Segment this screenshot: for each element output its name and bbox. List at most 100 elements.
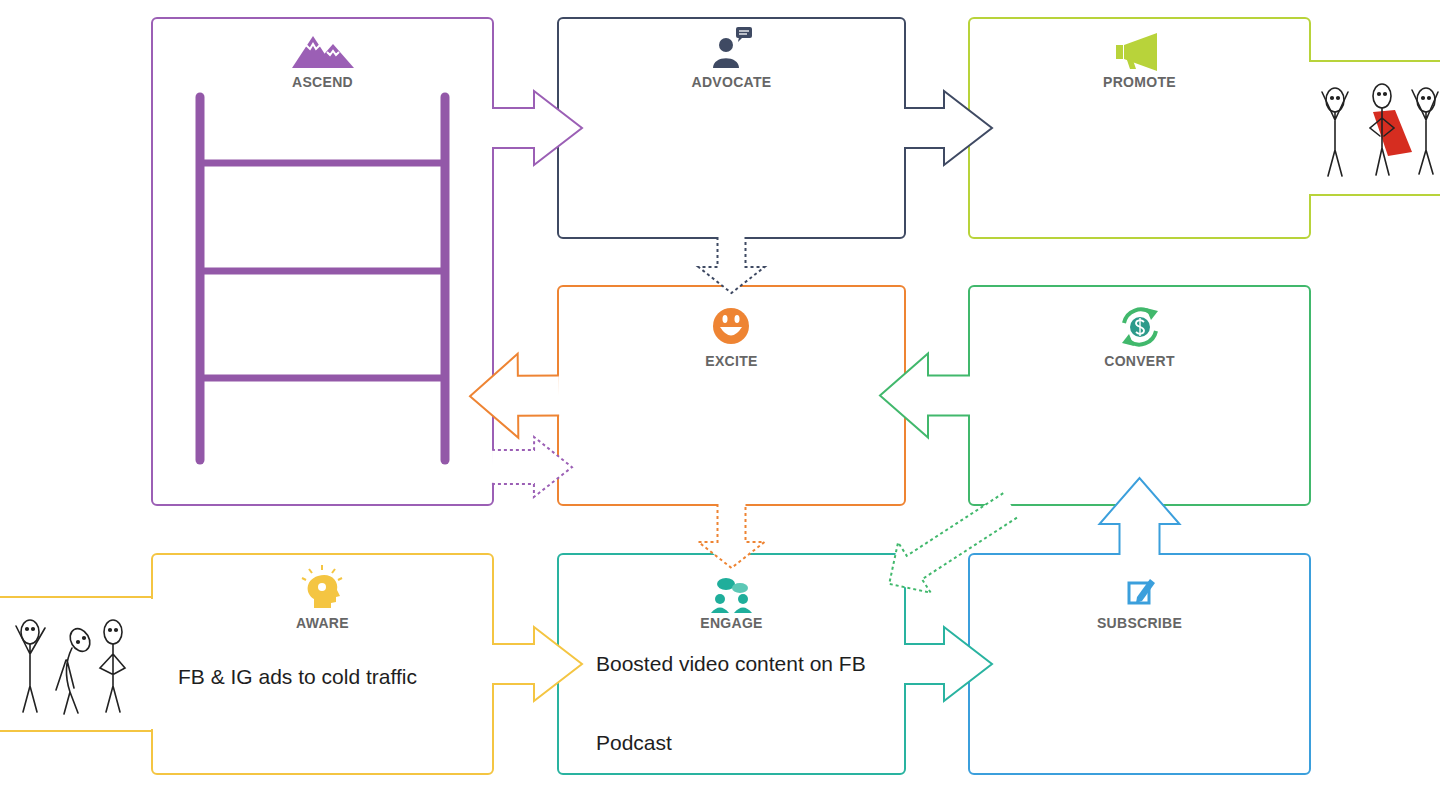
speech-bubble-icon [738, 37, 743, 42]
megaphone-icon [1124, 33, 1157, 71]
smiley-icon [713, 308, 749, 344]
idea-ray [332, 569, 335, 573]
stick-figure-body [100, 644, 125, 712]
speech-bubble-line [739, 33, 747, 34]
ladder-rail [441, 97, 450, 460]
entry-tail [0, 596, 153, 598]
stick-figure-eye [1428, 97, 1431, 100]
border-cover [1306, 62, 1313, 194]
stick-figure-head [1326, 88, 1344, 112]
stick-figure-head [1373, 84, 1391, 108]
cycle-arrow [1124, 309, 1151, 323]
stick-figure-eye [32, 628, 35, 631]
funnel-stage-box: ENGAGE Boosted video content on FB Podcast [557, 553, 906, 775]
stick-figure-eye [77, 641, 80, 644]
funnel-stage-box: SUBSCRIBE [968, 553, 1311, 775]
stick-figure-head [104, 620, 122, 644]
stage-heading: CONVERT [970, 353, 1309, 369]
edit-icon [1129, 583, 1149, 603]
smiley-eye [723, 315, 728, 323]
stage-note: FB & IG ads to cold traffic [178, 664, 478, 690]
stick-figure-eye [115, 629, 118, 632]
idea-ray [338, 578, 342, 580]
stick-figure-head [1417, 88, 1435, 112]
mountain-snow [306, 44, 320, 49]
stage-heading: SUBSCRIBE [970, 615, 1309, 631]
stick-figure-eye [26, 628, 29, 631]
mountain-icon [312, 44, 354, 68]
speech-bubble-icon [717, 578, 735, 590]
idea-bulb [318, 583, 326, 591]
exit-tail [1309, 194, 1440, 196]
funnel-stage-box: EXCITE [557, 285, 906, 506]
entry-tail [0, 730, 153, 732]
stage-note: Boosted video content on FB [596, 651, 888, 677]
people-icon [715, 594, 725, 604]
people-icon [734, 608, 752, 614]
flow-arrow [904, 91, 992, 165]
dollar-sign [1139, 318, 1140, 336]
stage-note: Podcast [596, 730, 888, 756]
people-icon [711, 608, 729, 614]
hero-cape [1373, 110, 1412, 156]
dotted-flow-arrow [699, 504, 765, 568]
funnel-stage-box: ASCEND [151, 17, 494, 506]
ladder-rung [200, 375, 445, 382]
stick-figure-eye [1337, 97, 1340, 100]
speech-bubble-icon [732, 583, 748, 593]
cycle-arrow-head [1122, 334, 1134, 346]
funnel-stage-box: ADVOCATE [557, 17, 906, 239]
flow-arrow [492, 627, 582, 701]
speech-bubble-line [739, 30, 749, 31]
funnel-stage-box: CONVERT [968, 285, 1311, 506]
stick-figure-eye [1331, 97, 1334, 100]
people-icon [738, 594, 748, 604]
ladder-rung [200, 160, 445, 167]
flow-arrow [904, 627, 992, 701]
megaphone-icon [1116, 45, 1123, 59]
megaphone-icon [1127, 60, 1136, 69]
idea-ray [309, 569, 312, 573]
flow-arrow [880, 354, 970, 438]
dotted-flow-arrow [699, 237, 765, 293]
flow-arrow [1100, 478, 1180, 555]
idea-head-icon [308, 575, 340, 608]
stick-figure-body [1370, 108, 1394, 175]
stick-figure-eye [1384, 93, 1387, 96]
stick-figure-body [16, 626, 45, 712]
funnel-stage-box: AWARE FB & IG ads to cold traffic [151, 553, 494, 775]
stage-heading: EXCITE [559, 353, 904, 369]
dotted-flow-arrow [492, 437, 572, 497]
stage-heading: ADVOCATE [559, 74, 904, 90]
stick-figure-eye [1422, 97, 1425, 100]
speech-bubble-icon [736, 27, 752, 38]
stage-heading: AWARE [153, 615, 492, 631]
cycle-arrow [1129, 331, 1156, 345]
stage-heading: ASCEND [153, 74, 492, 90]
smiley-mouth [720, 327, 742, 336]
flow-arrow [492, 91, 582, 165]
person-icon [713, 58, 739, 68]
dotted-flow-arrow [889, 493, 1018, 593]
pencil-icon [1136, 579, 1155, 603]
ladder-rung [200, 268, 445, 275]
stage-heading: PROMOTE [970, 74, 1309, 90]
stick-figure-body [1322, 92, 1348, 176]
dollar-coin [1130, 317, 1150, 337]
dollar-sign [1136, 320, 1144, 334]
stick-figure-eye [109, 629, 112, 632]
funnel-stage-box: PROMOTE [968, 17, 1311, 239]
mountain-icon [292, 36, 334, 68]
exit-tail [1309, 60, 1440, 62]
person-icon [719, 38, 733, 52]
stick-figure-body [1412, 90, 1438, 174]
stick-figure-head [21, 620, 39, 644]
stick-figure-head [66, 625, 94, 655]
stick-figure-eye [1378, 93, 1381, 96]
border-cover [148, 599, 155, 729]
idea-ray [302, 578, 306, 580]
smiley-eye [735, 315, 740, 323]
stick-figure-body [56, 648, 78, 714]
stage-heading: ENGAGE [559, 615, 904, 631]
